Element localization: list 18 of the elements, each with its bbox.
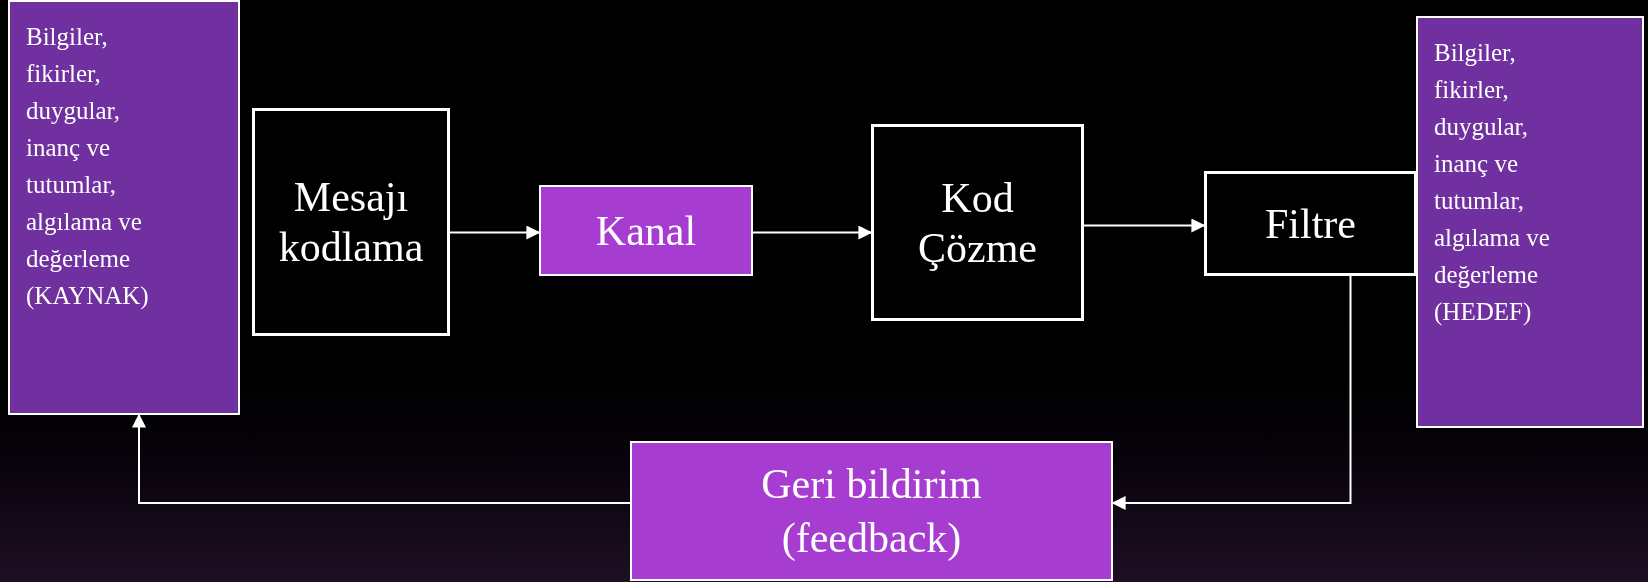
node-label: Geri bildirim (feedback) <box>760 460 983 563</box>
node-label: Mesajı kodlama <box>277 173 425 272</box>
source-box <box>8 0 240 415</box>
feedback-box <box>630 441 1113 581</box>
arrow <box>132 413 631 504</box>
target-box <box>1416 16 1644 428</box>
node-label: Kanal <box>595 206 697 256</box>
process-box <box>871 124 1084 321</box>
node-label: Filtre <box>1265 199 1356 249</box>
arrow <box>449 225 541 240</box>
node-label: Bilgiler, fikirler, duygular, inanç ve tutumlar, algılama ve değerleme (KAYNAK) <box>26 22 150 312</box>
channel-box <box>539 185 753 276</box>
process-box <box>252 108 450 336</box>
node-label: Kod Çözme <box>917 173 1038 273</box>
arrow <box>1083 218 1206 233</box>
node-label: Bilgiler, fikirler, duygular, inanç ve tutumlar, algılama ve değerleme (HEDEF) <box>1434 38 1551 328</box>
filter-box <box>1204 171 1417 276</box>
arrow <box>752 225 873 240</box>
